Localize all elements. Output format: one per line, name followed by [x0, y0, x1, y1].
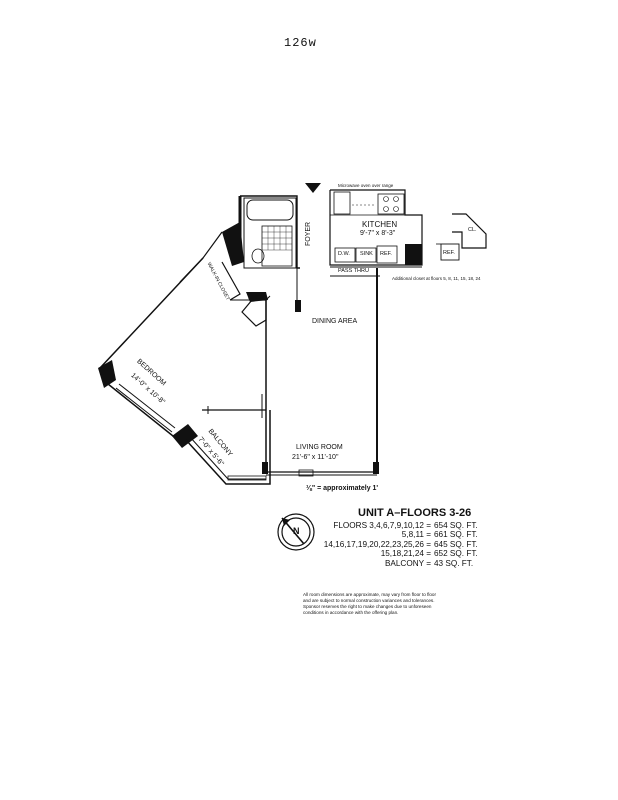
area-row-value: 652 SQ. FT.	[434, 549, 478, 559]
page-id: 126w	[284, 36, 317, 50]
compass-rose	[277, 513, 315, 551]
sink-label: SINK	[360, 251, 373, 257]
area-row-label: FLOORS 3,4,6,7,9,10,12 =	[333, 521, 431, 530]
living-room-label: LIVING ROOM	[296, 444, 343, 451]
foyer-label: FOYER	[305, 221, 312, 246]
toilet	[251, 248, 265, 264]
kitchen-dims: 9'-7" x 8'-3"	[360, 230, 396, 237]
compass-north-label: N	[293, 526, 300, 536]
ref2-label: REF.	[443, 250, 455, 256]
disclaimer-line: Sponsor reserves the right to make chang…	[303, 604, 432, 609]
area-row-label: 5,8,11 =	[401, 530, 431, 540]
living-room-dims: 21'-6" x 11'-10"	[292, 454, 339, 461]
area-row-label: BALCONY =	[384, 558, 431, 568]
unit-title: UNIT A–FLOORS 3-26	[358, 507, 472, 519]
bathroom	[243, 197, 297, 269]
additional-closet-note: Additional closet at floors 5, 8, 11, 15…	[392, 276, 481, 281]
pass-thru-label: PASS THRU	[338, 268, 369, 274]
area-row-value: 43 SQ. FT.	[434, 558, 474, 568]
disclaimer: All room dimensions are approximate, may…	[303, 592, 495, 616]
bathtub	[246, 199, 294, 221]
disclaimer-line: All room dimensions are approximate, may…	[303, 592, 437, 597]
area-row-label: 14,16,17,19,20,22,23,25,26 =	[323, 539, 431, 549]
disclaimer-line: conditions in accordance with the offeri…	[303, 610, 399, 615]
exterior-wall	[240, 195, 300, 269]
area-row: 5,8,11 =661 SQ. FT.	[320, 530, 492, 539]
area-row: FLOORS 3,4,6,7,9,10,12 =654 SQ. FT.	[320, 521, 492, 530]
dw-label: D.W.	[338, 251, 350, 257]
vanity	[261, 225, 293, 267]
linen-label: LINEN	[248, 295, 265, 301]
kitchen-label: KITCHEN	[362, 220, 398, 229]
area-row-value: 645 SQ. FT.	[434, 539, 478, 549]
area-row-value: 654 SQ. FT.	[434, 521, 478, 530]
dining-area-label: DINING AREA	[312, 318, 358, 325]
area-table: FLOORS 3,4,6,7,9,10,12 =654 SQ. FT. 5,8,…	[320, 521, 492, 568]
disclaimer-line: and are subject to normal construction v…	[303, 598, 435, 603]
bedroom-wall	[99, 257, 204, 441]
cl-label: CL.	[468, 227, 477, 233]
area-row: BALCONY =43 SQ. FT.	[320, 559, 492, 568]
ref-label: REF.	[380, 251, 392, 257]
area-row: 14,16,17,19,20,22,23,25,26 =645 SQ. FT.	[320, 540, 492, 549]
microwave-note: Microwave oven over range	[338, 183, 394, 188]
area-row-label: 15,18,21,24 =	[380, 549, 431, 559]
scale-note: ⅛" = approximately 1'	[306, 485, 379, 492]
area-row: 15,18,21,24 =652 SQ. FT.	[320, 549, 492, 558]
balcony-outline	[185, 410, 271, 485]
entrance-arrow	[305, 183, 321, 193]
area-row-value: 661 SQ. FT.	[434, 530, 478, 540]
